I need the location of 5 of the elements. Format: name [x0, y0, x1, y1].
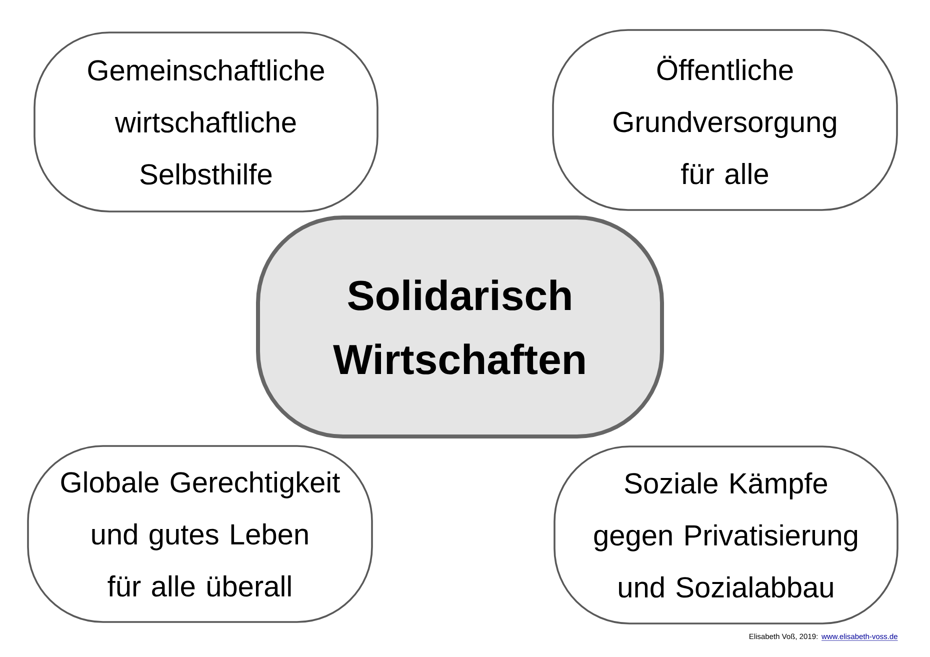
- topic-bubble: Globale Gerechtigkeit und gutes Leben für alle überall: [27, 445, 373, 623]
- topic-bubble: Soziale Kämpfe gegen Privatisierung und Sozialabbau: [554, 446, 898, 624]
- topic-bubble: Gemeinschaftliche wirtschaftliche Selbsthilfe: [34, 32, 378, 212]
- central-bubble: Solidarisch Wirtschaften: [256, 216, 664, 438]
- topic-bubble: Öffentliche Grundversorgung für alle: [552, 29, 898, 211]
